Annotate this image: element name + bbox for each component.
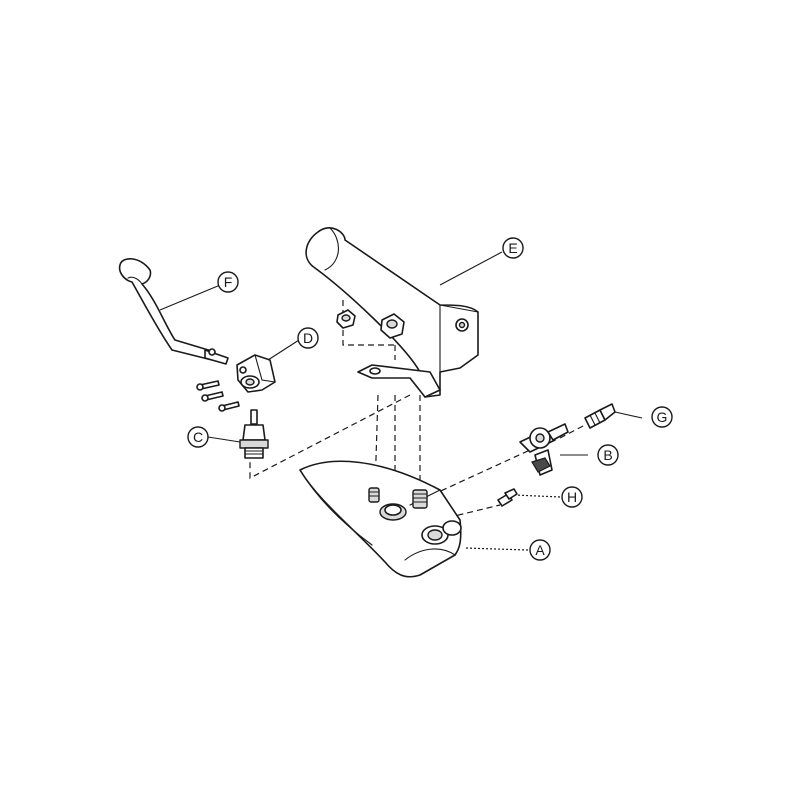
part-b-valve (519, 423, 569, 476)
callout-b-label: B (603, 447, 612, 463)
callout-d-label: D (303, 330, 313, 346)
callout-e-label: E (508, 240, 517, 256)
small-nuts (336, 309, 405, 339)
part-g-connector (584, 403, 616, 429)
callout-f: F (217, 271, 239, 293)
part-f-lever (118, 258, 229, 365)
callout-e: E (502, 237, 524, 259)
callout-a: A (529, 539, 551, 561)
part-e-handle-bracket (305, 227, 479, 398)
part-d-mount (236, 354, 276, 393)
callout-h: H (561, 486, 583, 508)
callout-g-label: G (657, 409, 668, 425)
callout-g: G (651, 406, 673, 428)
housing-studs (368, 487, 428, 509)
callout-d: D (297, 327, 319, 349)
callout-c-label: C (193, 429, 203, 445)
callout-b: B (597, 444, 619, 466)
callout-a-label: A (535, 542, 545, 558)
assembly-lines (249, 300, 586, 521)
part-a-housing (299, 460, 462, 578)
screws-d (196, 380, 240, 412)
callout-f-label: F (224, 274, 233, 290)
leader-lines (159, 251, 643, 551)
part-c-fitting (239, 409, 269, 459)
callout-h-label: H (567, 489, 577, 505)
callout-c: C (187, 426, 209, 448)
part-h-nozzle (497, 488, 518, 507)
